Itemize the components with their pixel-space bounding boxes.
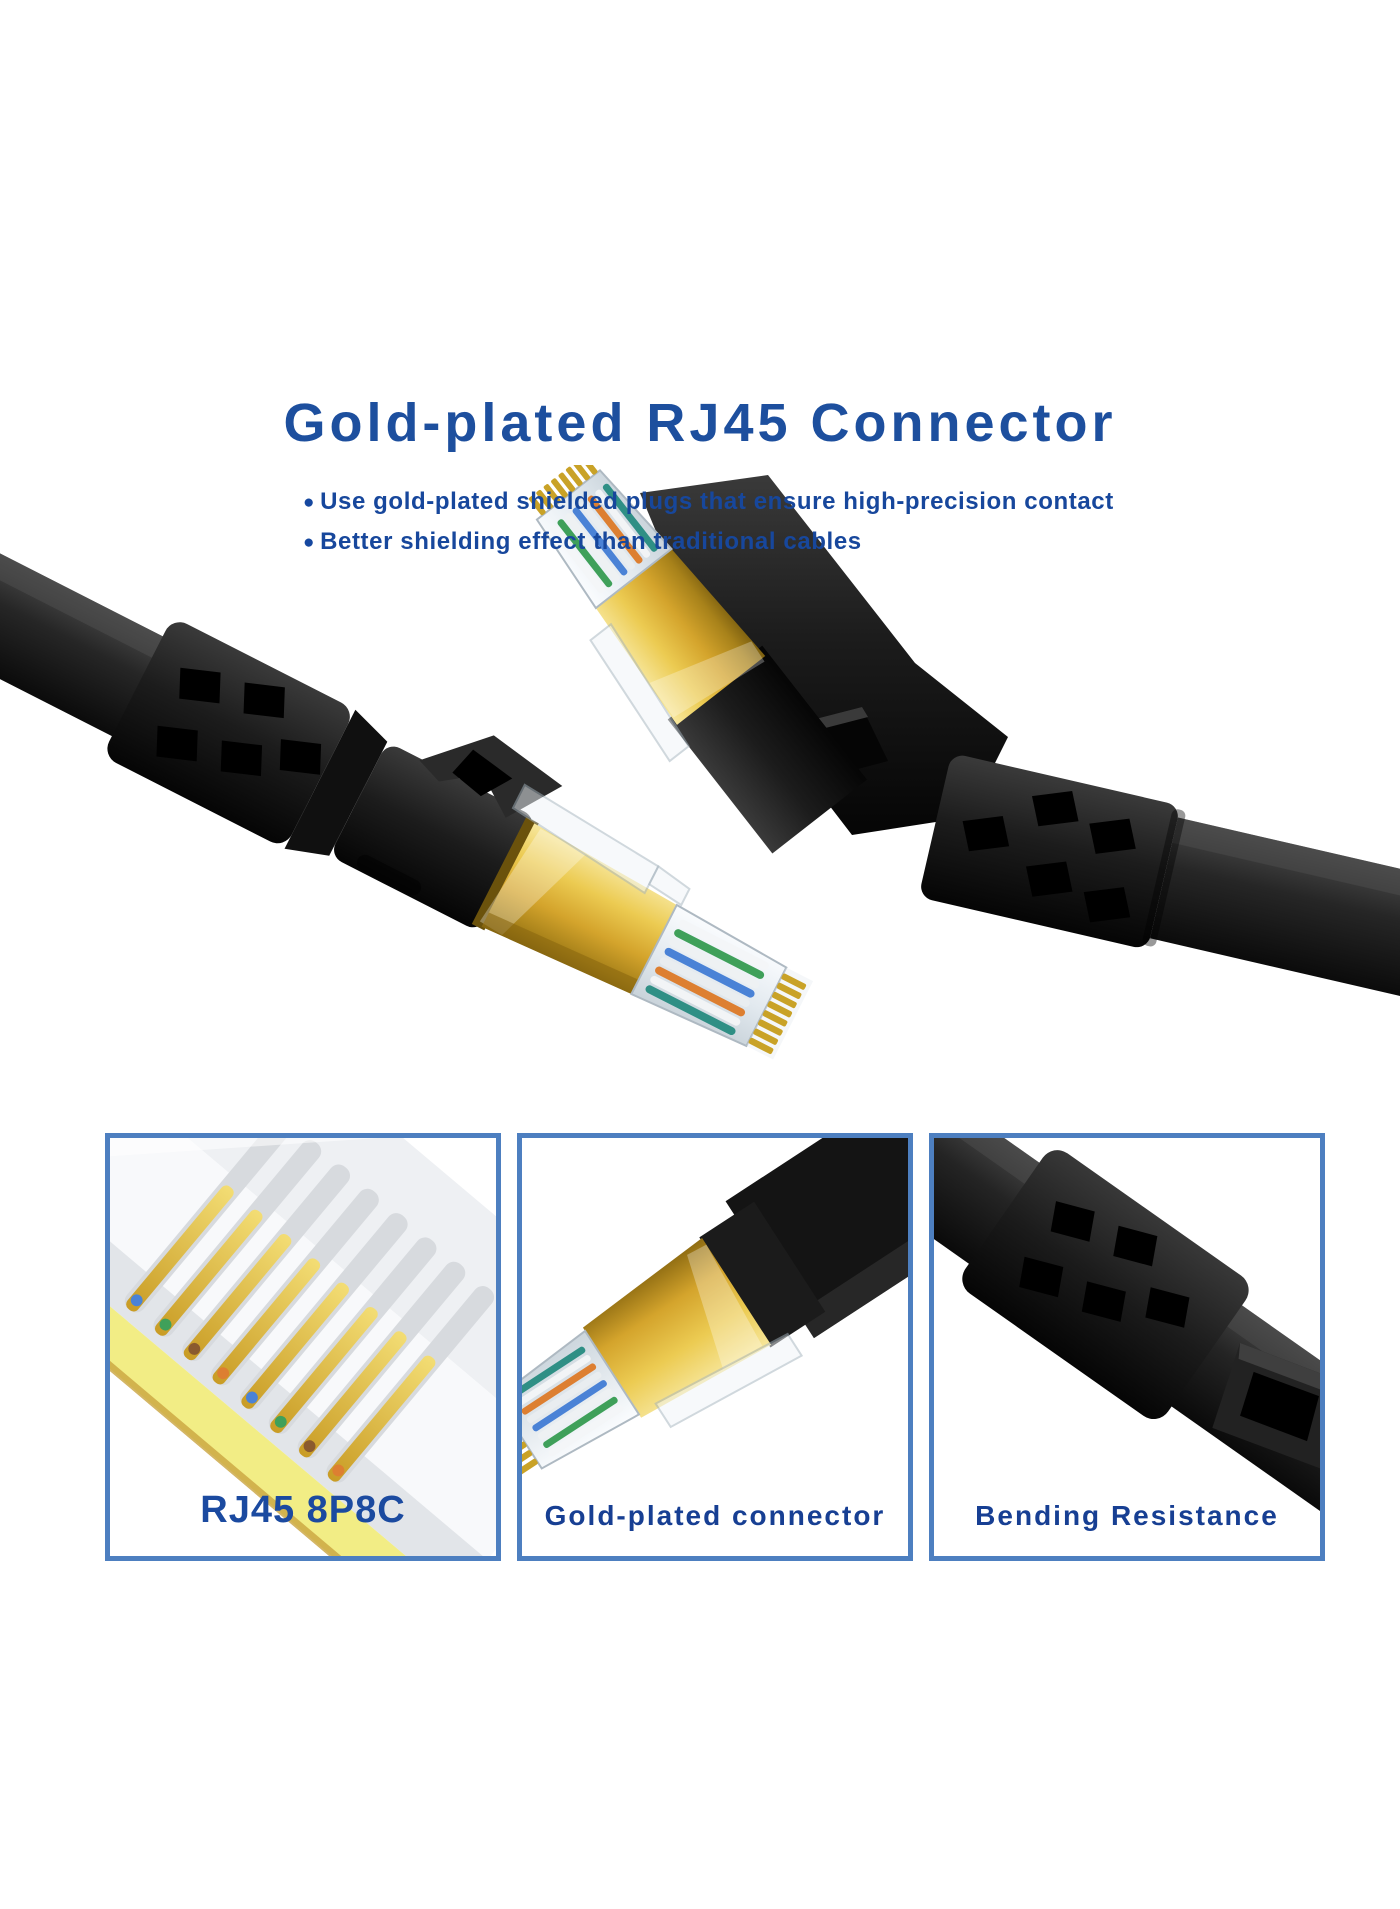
- right-gold-plug: [528, 465, 867, 854]
- gold-plug: [522, 1138, 908, 1477]
- flat-cable-closeup-photo: [934, 1138, 1320, 1556]
- bullet-dot-icon: ●: [303, 531, 316, 553]
- gold-connector-closeup-photo: [522, 1138, 908, 1556]
- left-latch-arm: [647, 864, 691, 907]
- left-gold-joint: [471, 817, 539, 931]
- left-gold-shield: [481, 823, 677, 995]
- right-gold-shield: [595, 548, 766, 725]
- hero-product-photo: [0, 465, 1400, 1135]
- left-clear-latch: [511, 783, 660, 895]
- wire-stripes: [522, 1346, 624, 1457]
- right-gold-shine: [649, 641, 765, 718]
- right-cable-assembly: [528, 465, 1400, 1074]
- right-cable-sheen: [1172, 817, 1400, 978]
- left-vent-holes: [156, 667, 322, 777]
- feature-box-gold-plated-connector: Gold-plated connector: [517, 1133, 913, 1561]
- left-gold-shine: [479, 828, 586, 935]
- feature-box-rj45-8p8c: RJ45 8P8C: [105, 1133, 501, 1561]
- left-gold-shade: [481, 912, 639, 995]
- left-flat-cable: [0, 509, 172, 741]
- cables-illustration: [0, 465, 1400, 1074]
- crystal-tip: [522, 1329, 641, 1470]
- feature-caption-bending-resistance: Bending Resistance: [975, 1500, 1279, 1531]
- feature-caption-gold-plated: Gold-plated connector: [544, 1500, 886, 1531]
- gold-shield: [582, 1237, 772, 1418]
- left-boot-notch: [356, 854, 422, 896]
- right-plug-neck: [667, 645, 867, 854]
- bullet-dot-icon: ●: [303, 491, 316, 513]
- left-cable-assembly: [0, 509, 814, 1060]
- hook-cutout: [1240, 1371, 1320, 1442]
- right-gold-pins: [528, 465, 598, 516]
- black-cable-wedge: [725, 1138, 908, 1339]
- left-gold-pins: [748, 973, 807, 1055]
- yellow-edge-band: [110, 1214, 456, 1556]
- left-hook-cutout: [452, 749, 513, 797]
- vent-holes: [1019, 1201, 1190, 1328]
- feature-box-bending-resistance: Bending Resistance: [929, 1133, 1325, 1561]
- hook-edge: [1238, 1342, 1320, 1398]
- left-wire-stripes: [645, 919, 769, 1036]
- left-cable-sheen: [0, 509, 172, 663]
- feature-bullet-2: ● Better shielding effect than tradition…: [303, 522, 1114, 562]
- right-connector-body: [640, 475, 1008, 835]
- left-taper: [284, 709, 388, 856]
- gold-pin-bars: [126, 1185, 436, 1482]
- right-flat-cable: [1150, 817, 1400, 1074]
- rj45-plug-closeup-photo: [110, 1138, 496, 1556]
- plug-neck: [699, 1201, 826, 1348]
- feature-bullet-1: ● Use gold-plated shielded plugs that en…: [303, 482, 1114, 522]
- left-vent-body: [107, 622, 350, 844]
- feature-bullet-1-text: Use gold-plated shielded plugs that ensu…: [320, 488, 1114, 515]
- clear-rj45-connector: [110, 1138, 496, 1556]
- right-clear-latch: [589, 622, 690, 763]
- page-title: Gold-plated RJ45 Connector: [283, 393, 1117, 453]
- flat-cable: [934, 1138, 1320, 1556]
- feature-list: ● Use gold-plated shielded plugs that en…: [303, 482, 1114, 562]
- wire-color-dots: [130, 1294, 345, 1477]
- gold-pin-comb: [522, 1441, 538, 1477]
- right-vent-holes: [962, 790, 1136, 923]
- feature-boxes: RJ45 8P8C: [105, 1133, 1325, 1561]
- right-joint-shade: [1142, 809, 1186, 947]
- right-crystal-tip: [535, 469, 673, 610]
- right-vent-body: [921, 755, 1178, 948]
- vent-body: [962, 1150, 1249, 1420]
- right-vent-and-cable: [921, 755, 1400, 1074]
- right-wire-stripes: [549, 483, 658, 594]
- clear-latch: [654, 1332, 804, 1429]
- feature-bullet-2-text: Better shielding effect than traditional…: [320, 528, 862, 555]
- feature-caption-rj45-8p8c: RJ45 8P8C: [200, 1489, 406, 1531]
